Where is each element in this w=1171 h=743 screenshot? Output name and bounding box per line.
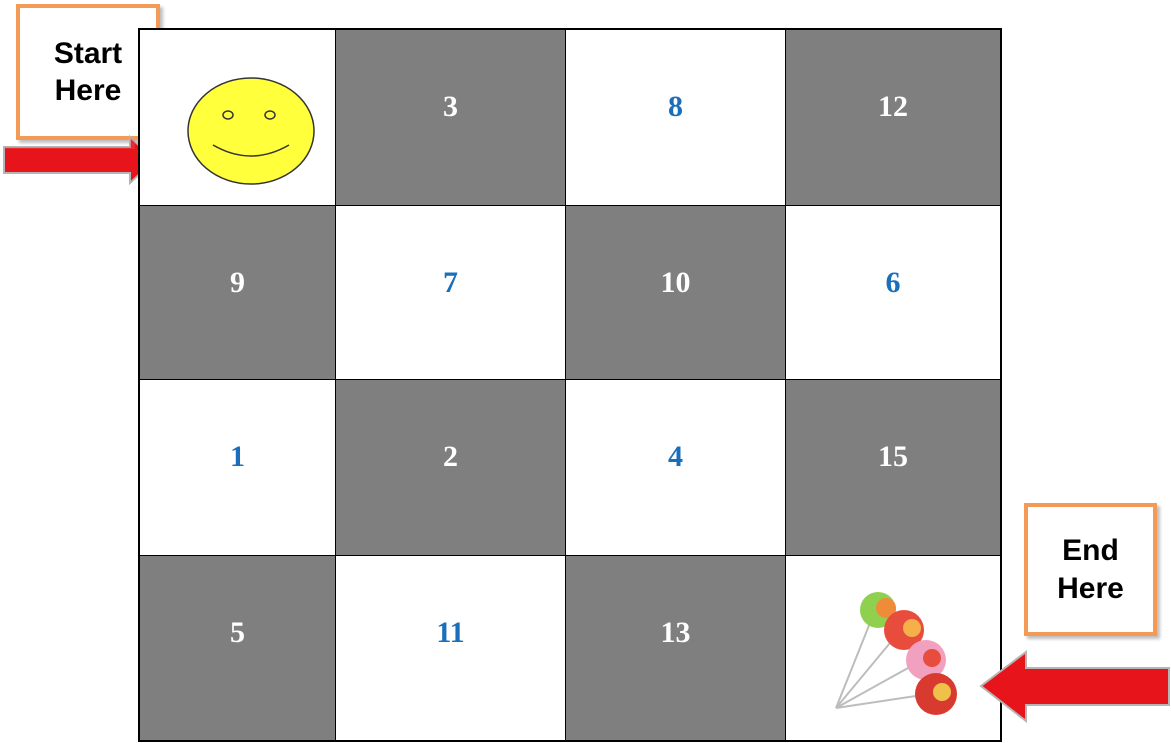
board-cell: 12 [786, 30, 1000, 206]
start-label-line-2: Here [55, 72, 122, 110]
board-cell: 1 [140, 380, 336, 556]
start-arrow-icon [2, 135, 157, 185]
cell-number: 10 [661, 266, 691, 300]
cell-number: 4 [668, 440, 683, 474]
end-arrow-icon [978, 650, 1171, 723]
end-label-line-2: Here [1057, 570, 1124, 608]
cell-number: 7 [443, 266, 458, 300]
cell-number: 1 [230, 440, 245, 474]
board-cell: 2 [336, 380, 566, 556]
board-cell: 5 [140, 556, 336, 740]
board-cell: 7 [336, 206, 566, 380]
board-cell: 10 [566, 206, 786, 380]
cell-number: 6 [886, 266, 901, 300]
board-cell: 8 [566, 30, 786, 206]
board-cell: 15 [786, 380, 1000, 556]
cell-number: 2 [443, 440, 458, 474]
board-cell: 9 [140, 206, 336, 380]
start-label-line-1: Start [54, 35, 122, 73]
cell-number: 5 [230, 616, 245, 650]
board-cell: 4 [566, 380, 786, 556]
cell-number: 12 [878, 90, 908, 124]
smiley-face-icon [185, 75, 317, 187]
board-cell: 13 [566, 556, 786, 740]
lollipop-bouquet-icon [816, 578, 986, 738]
end-label-line-1: End [1062, 532, 1119, 570]
cell-number: 9 [230, 266, 245, 300]
cell-number: 8 [668, 90, 683, 124]
cell-number: 11 [436, 616, 464, 650]
board-cell: 3 [336, 30, 566, 206]
cell-number: 15 [878, 440, 908, 474]
board-cell: 11 [336, 556, 566, 740]
end-here-label: End Here [1024, 503, 1157, 636]
board-cell [140, 30, 336, 206]
board-cell: 6 [786, 206, 1000, 380]
cell-number: 13 [661, 616, 691, 650]
board-cell [786, 556, 1000, 740]
cell-number: 3 [443, 90, 458, 124]
